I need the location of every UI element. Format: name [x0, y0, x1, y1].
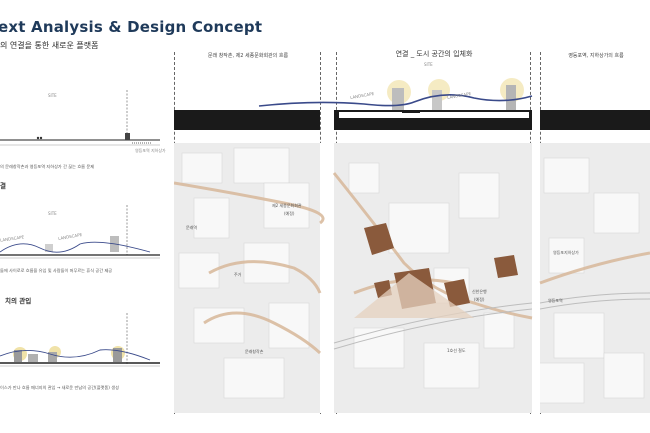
step-2-caption: 들에 사이로로 흐름을 유입 및 사람들이 머무르는 휴식 공간 제공	[0, 268, 113, 273]
page-title: ext Analysis & Design Concept	[0, 18, 263, 36]
label-mullae-station: 문래역	[186, 225, 198, 230]
section-elevation-svg	[174, 78, 650, 130]
column-header-right: 영등포역, 지하상가의 흐름	[568, 53, 624, 59]
left-panel: SITE 영등포역 지하상가 의 문래창작촌과 영등포역 지하상가 간 끊는 흐…	[0, 55, 170, 415]
label-line1-railway: 1호선 철도	[447, 348, 466, 353]
step-2-heading: 결	[0, 182, 6, 190]
label-mullae-art-village: 문래창작촌	[245, 349, 264, 354]
step-1-side-note: 영등포역 지하상가	[135, 148, 166, 153]
label-yeongdeungpo-station: 영등포역	[548, 298, 563, 303]
label-yeongdeungpo-underground: 영등포지하상가	[553, 250, 579, 255]
site-model-svg	[174, 143, 650, 413]
label-shinhan-planned: (예정)	[474, 297, 485, 302]
section-site-label: SITE	[424, 62, 433, 67]
step-3-heading: 치의 관입	[5, 297, 32, 305]
column-header-left: 문래 창작촌, 제2 세종문화회관의 흐름	[207, 53, 289, 59]
step-1-diagram: SITE 영등포역 지하상가 의 문래창작촌과 영등포역 지하상가 간 끊는 흐…	[0, 65, 170, 175]
step-1-section-svg	[0, 90, 160, 146]
step-3-section-svg	[0, 313, 160, 367]
label-shinhan-bank: 신한은행	[472, 289, 487, 294]
step-2-site-label: SITE	[48, 211, 57, 216]
step-1-caption: 의 문래창작촌과 영등포역 지하상가 간 끊는 흐름 문제	[0, 164, 95, 169]
step-2-section-svg	[0, 205, 160, 259]
label-sejong-planned: (예정)	[284, 211, 295, 216]
column-header-center: 연결 _ 도시 공간의 입체화	[395, 50, 473, 58]
label-residential: 주거	[234, 272, 242, 277]
step-3-diagram: 치의 관입 이스가 만나 흐름 매너지의 관입 → 새로운 만남의 공간(플랫폼…	[0, 295, 170, 405]
step-1-site-label: SITE	[48, 93, 57, 98]
label-sejong-center: 제2 세종문화회관	[272, 203, 302, 208]
page-subtitle: 의 연결을 통한 새로운 플랫폼	[0, 41, 99, 50]
step-3-caption: 이스가 만나 흐름 매너지의 관입 → 새로운 만남의 공간(플랫폼) 생성	[0, 385, 119, 390]
step-2-diagram: 결 SITE LANDSCAPE LANDSCAPE 들에 사이로로 흐름을 유…	[0, 180, 170, 290]
